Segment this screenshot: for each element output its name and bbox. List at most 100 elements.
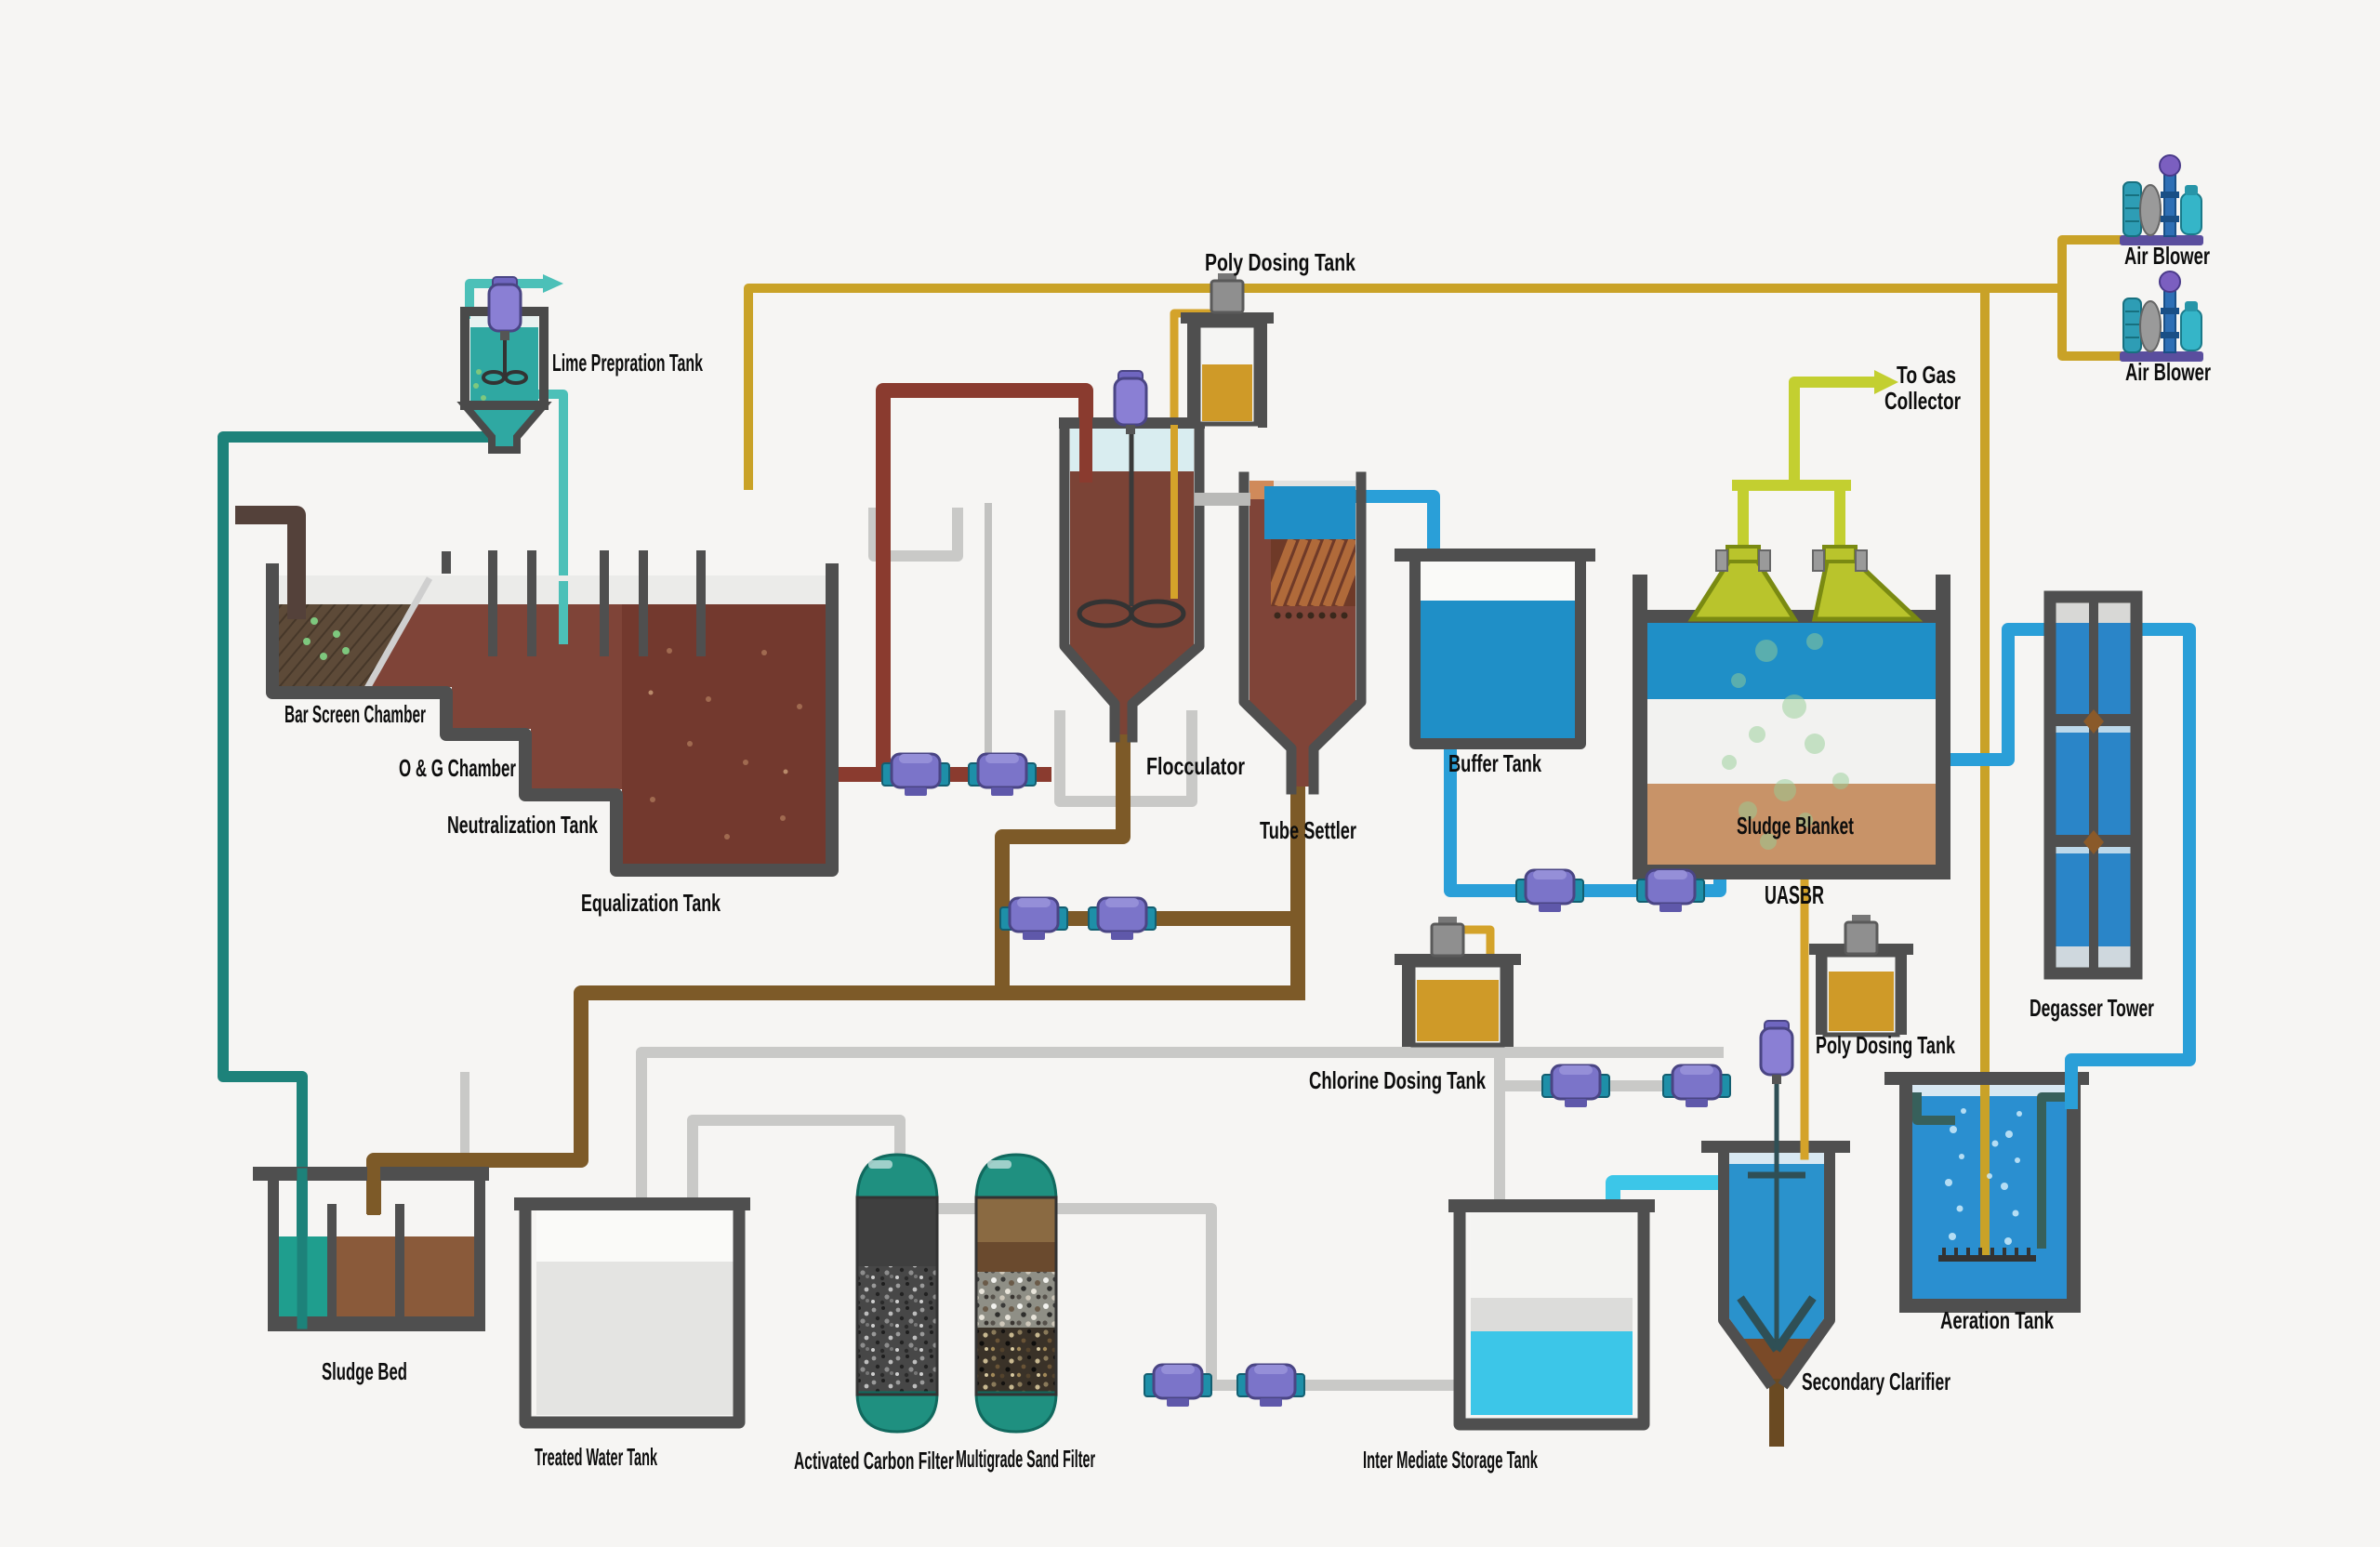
label-sludge-blanket: Sludge Blanket: [1737, 812, 1854, 840]
sand-shell: [974, 1196, 1058, 1396]
equalization-water: [622, 604, 826, 865]
uasbr-floor: [1633, 865, 1950, 879]
label-multigrade-sand-filter: Multigrade Sand Filter: [956, 1445, 1095, 1473]
sludge-pump: [998, 896, 1069, 942]
screenings: [303, 617, 350, 660]
treated-water: [536, 1262, 739, 1415]
aeration-tank: [1884, 1063, 2089, 1313]
carbon-head-band: [857, 1197, 937, 1266]
aeration-wall: [2067, 1085, 2081, 1313]
intermediate-water: [1471, 1331, 1633, 1415]
gas-arrow: [1874, 370, 1898, 394]
label-bar-screen-chamber: Bar Screen Chamber: [284, 700, 426, 728]
bar-screen-icon: [363, 576, 433, 692]
sludge-bed-divider: [395, 1204, 404, 1322]
air-blower-2: [2119, 271, 2204, 363]
aeration-wall: [1899, 1085, 1912, 1313]
sludge-bed-divider: [327, 1204, 337, 1322]
uasbr-to-degasser-pipe: [1940, 623, 2063, 766]
label-sludge-bed: Sludge Bed: [322, 1357, 407, 1385]
sludge-pump: [1087, 896, 1157, 942]
aeration-floor: [1899, 1299, 2081, 1313]
lime-propeller: [504, 370, 528, 385]
clarifier-walls: [1718, 1147, 1835, 1390]
sand-layer-2: [976, 1242, 1056, 1272]
treated-water-tank: [514, 1197, 750, 1429]
label-treated-water-tank: Treated Water Tank: [535, 1443, 657, 1471]
flocculator-propeller: [1129, 599, 1186, 628]
clarifier-transfer-pump: [1661, 1064, 1732, 1109]
intermediate-frame: [1453, 1206, 1650, 1431]
chlorinated-water-pipe: [636, 1047, 1724, 1207]
pretreatment-chambers: [235, 506, 839, 877]
labels-layer: Lime Prepration Tank Bar Screen Chamber …: [284, 242, 2211, 1474]
tube-settler-tank: [1195, 471, 1367, 795]
label-poly-dosing-tank-bottom: Poly Dosing Tank: [1816, 1031, 1955, 1059]
carbon-dome-shine: [868, 1160, 892, 1169]
lime-underflow-pipe: [218, 431, 508, 1329]
tube-media: [1271, 539, 1355, 606]
carbon-shell: [855, 1196, 939, 1396]
label-to-gas-2: Collector: [1884, 387, 1961, 415]
filter-feed-pipe: [928, 1203, 1465, 1391]
gas-hood-left: [1687, 545, 1799, 622]
uasbr-bubbles: [1722, 633, 1849, 850]
lime-vent-arrow: [543, 274, 563, 293]
sand-bottom-dome: [974, 1391, 1058, 1434]
sand-layer-1: [976, 1197, 1056, 1242]
sand-dome-shine: [987, 1160, 1012, 1169]
label-degasser-tower: Degasser Tower: [2030, 994, 2154, 1022]
label-intermediate-storage-tank: Inter Mediate Storage Tank: [1363, 1446, 1538, 1474]
label-buffer-tank: Buffer Tank: [1448, 749, 1541, 777]
tube-media-dots: [1274, 612, 1348, 619]
clarifier-rake: [1773, 1295, 1817, 1353]
label-poly-dosing-tank-top: Poly Dosing Tank: [1205, 248, 1355, 276]
chlorine-liquid: [1417, 980, 1499, 1041]
biogas-pipes: [1732, 370, 1898, 562]
chlorine-leg: [1402, 965, 1411, 1047]
label-secondary-clarifier: Secondary Clarifier: [1802, 1368, 1950, 1395]
chlorine-motor: [1430, 915, 1465, 958]
label-activated-carbon-filter: Activated Carbon Filter: [794, 1447, 954, 1474]
label-air-blower-1: Air Blower: [2124, 242, 2210, 270]
secondary-clarifier: [1701, 1019, 1850, 1390]
uasbr-feed-pump: [1514, 868, 1585, 914]
label-to-gas-1: To Gas: [1897, 361, 1956, 389]
poly-lid: [1181, 312, 1274, 324]
carbon-bottom-dome: [855, 1391, 939, 1434]
poly-dosing-motor: [1210, 271, 1245, 314]
clarifier-transfer-pump: [1540, 1064, 1611, 1109]
aeration-top-bar: [1884, 1072, 2089, 1085]
lime-dosing-pipe: [537, 390, 568, 644]
label-lime-preparation-tank: Lime Prepration Tank: [552, 349, 703, 377]
treated-lid: [514, 1197, 750, 1210]
lime-mixer-motor: [487, 275, 522, 342]
chlorine-lid: [1395, 954, 1521, 965]
uasbr-water: [1647, 623, 1936, 699]
poly-dosing-tank-bottom: [1809, 913, 1913, 1038]
poly-leg: [1187, 324, 1197, 428]
intermediate-storage-tank: [1448, 1199, 1655, 1431]
poly2-liquid: [1829, 972, 1894, 1031]
aeration-internal-pipe: [1912, 1092, 1955, 1125]
carbon-media: [857, 1266, 937, 1396]
treated-frame: [519, 1204, 746, 1429]
degasser-frame: [2043, 590, 2143, 980]
activated-carbon-filter: [855, 1153, 939, 1434]
flocculator-tank: [1059, 369, 1205, 743]
buffer-water: [1421, 601, 1575, 740]
bar-screen-media: [278, 604, 416, 687]
sludge-main-pipe: [366, 985, 1305, 1214]
aeration-bubbles: [1945, 1108, 2022, 1245]
poly2-leg: [1816, 955, 1825, 1035]
sludge-bed: [253, 1161, 489, 1331]
chamber-frame: [266, 563, 839, 877]
label-chlorine-dosing-tank: Chlorine Dosing Tank: [1309, 1066, 1486, 1094]
sand-layer-3: [976, 1272, 1056, 1328]
degasser-nozzle: [2083, 709, 2104, 734]
degasser-nozzle: [2083, 830, 2104, 854]
gas-hood-right: [1811, 545, 1924, 622]
buffer-lid: [1395, 549, 1595, 562]
multigrade-sand-filter: [974, 1153, 1058, 1434]
